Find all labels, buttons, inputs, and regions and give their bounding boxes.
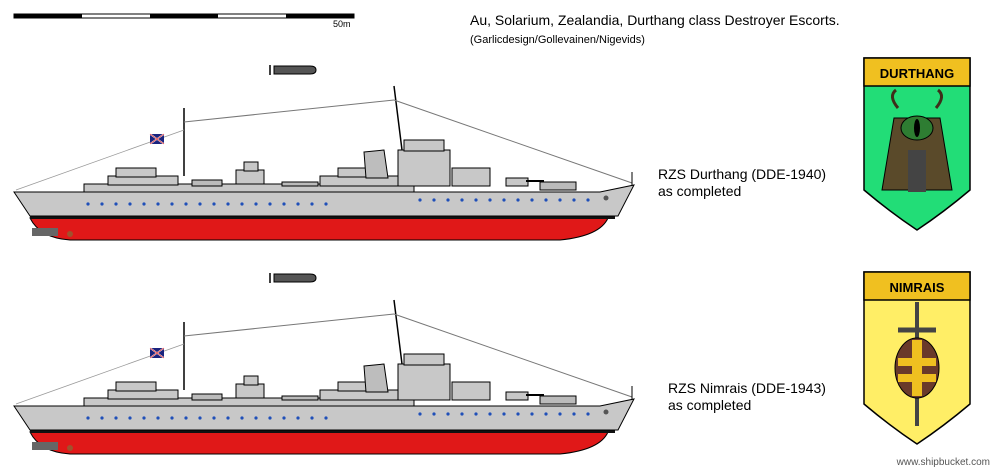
ship-2-status: as completed: [668, 397, 752, 413]
emblem-1-label: DURTHANG: [880, 66, 954, 81]
ship-1-profile: [13, 85, 635, 241]
scale-bar: [13, 13, 355, 19]
emblem-1: [863, 57, 971, 231]
page-title: Au, Solarium, Zealandia, Durthang class …: [470, 12, 840, 28]
emblem-2: [863, 271, 971, 445]
credit-line: (Garlicdesign/Gollevainen/Nigevids): [470, 34, 645, 46]
scale-label: 50m: [333, 19, 351, 29]
watermark: www.shipbucket.com: [896, 457, 990, 468]
ship-1-torpedo: [269, 64, 317, 76]
emblem-2-label: NIMRAIS: [890, 280, 945, 295]
ship-2-torpedo: [269, 272, 317, 284]
ship-1-status: as completed: [658, 183, 742, 199]
ship-label-2: RZS Nimrais (DDE-1943) as completed: [668, 380, 826, 414]
ship-label-1: RZS Durthang (DDE-1940) as completed: [658, 166, 826, 200]
ship-2-name: RZS Nimrais (DDE-1943): [668, 380, 826, 396]
ship-2-profile: [13, 299, 635, 455]
ship-1-name: RZS Durthang (DDE-1940): [658, 166, 827, 182]
